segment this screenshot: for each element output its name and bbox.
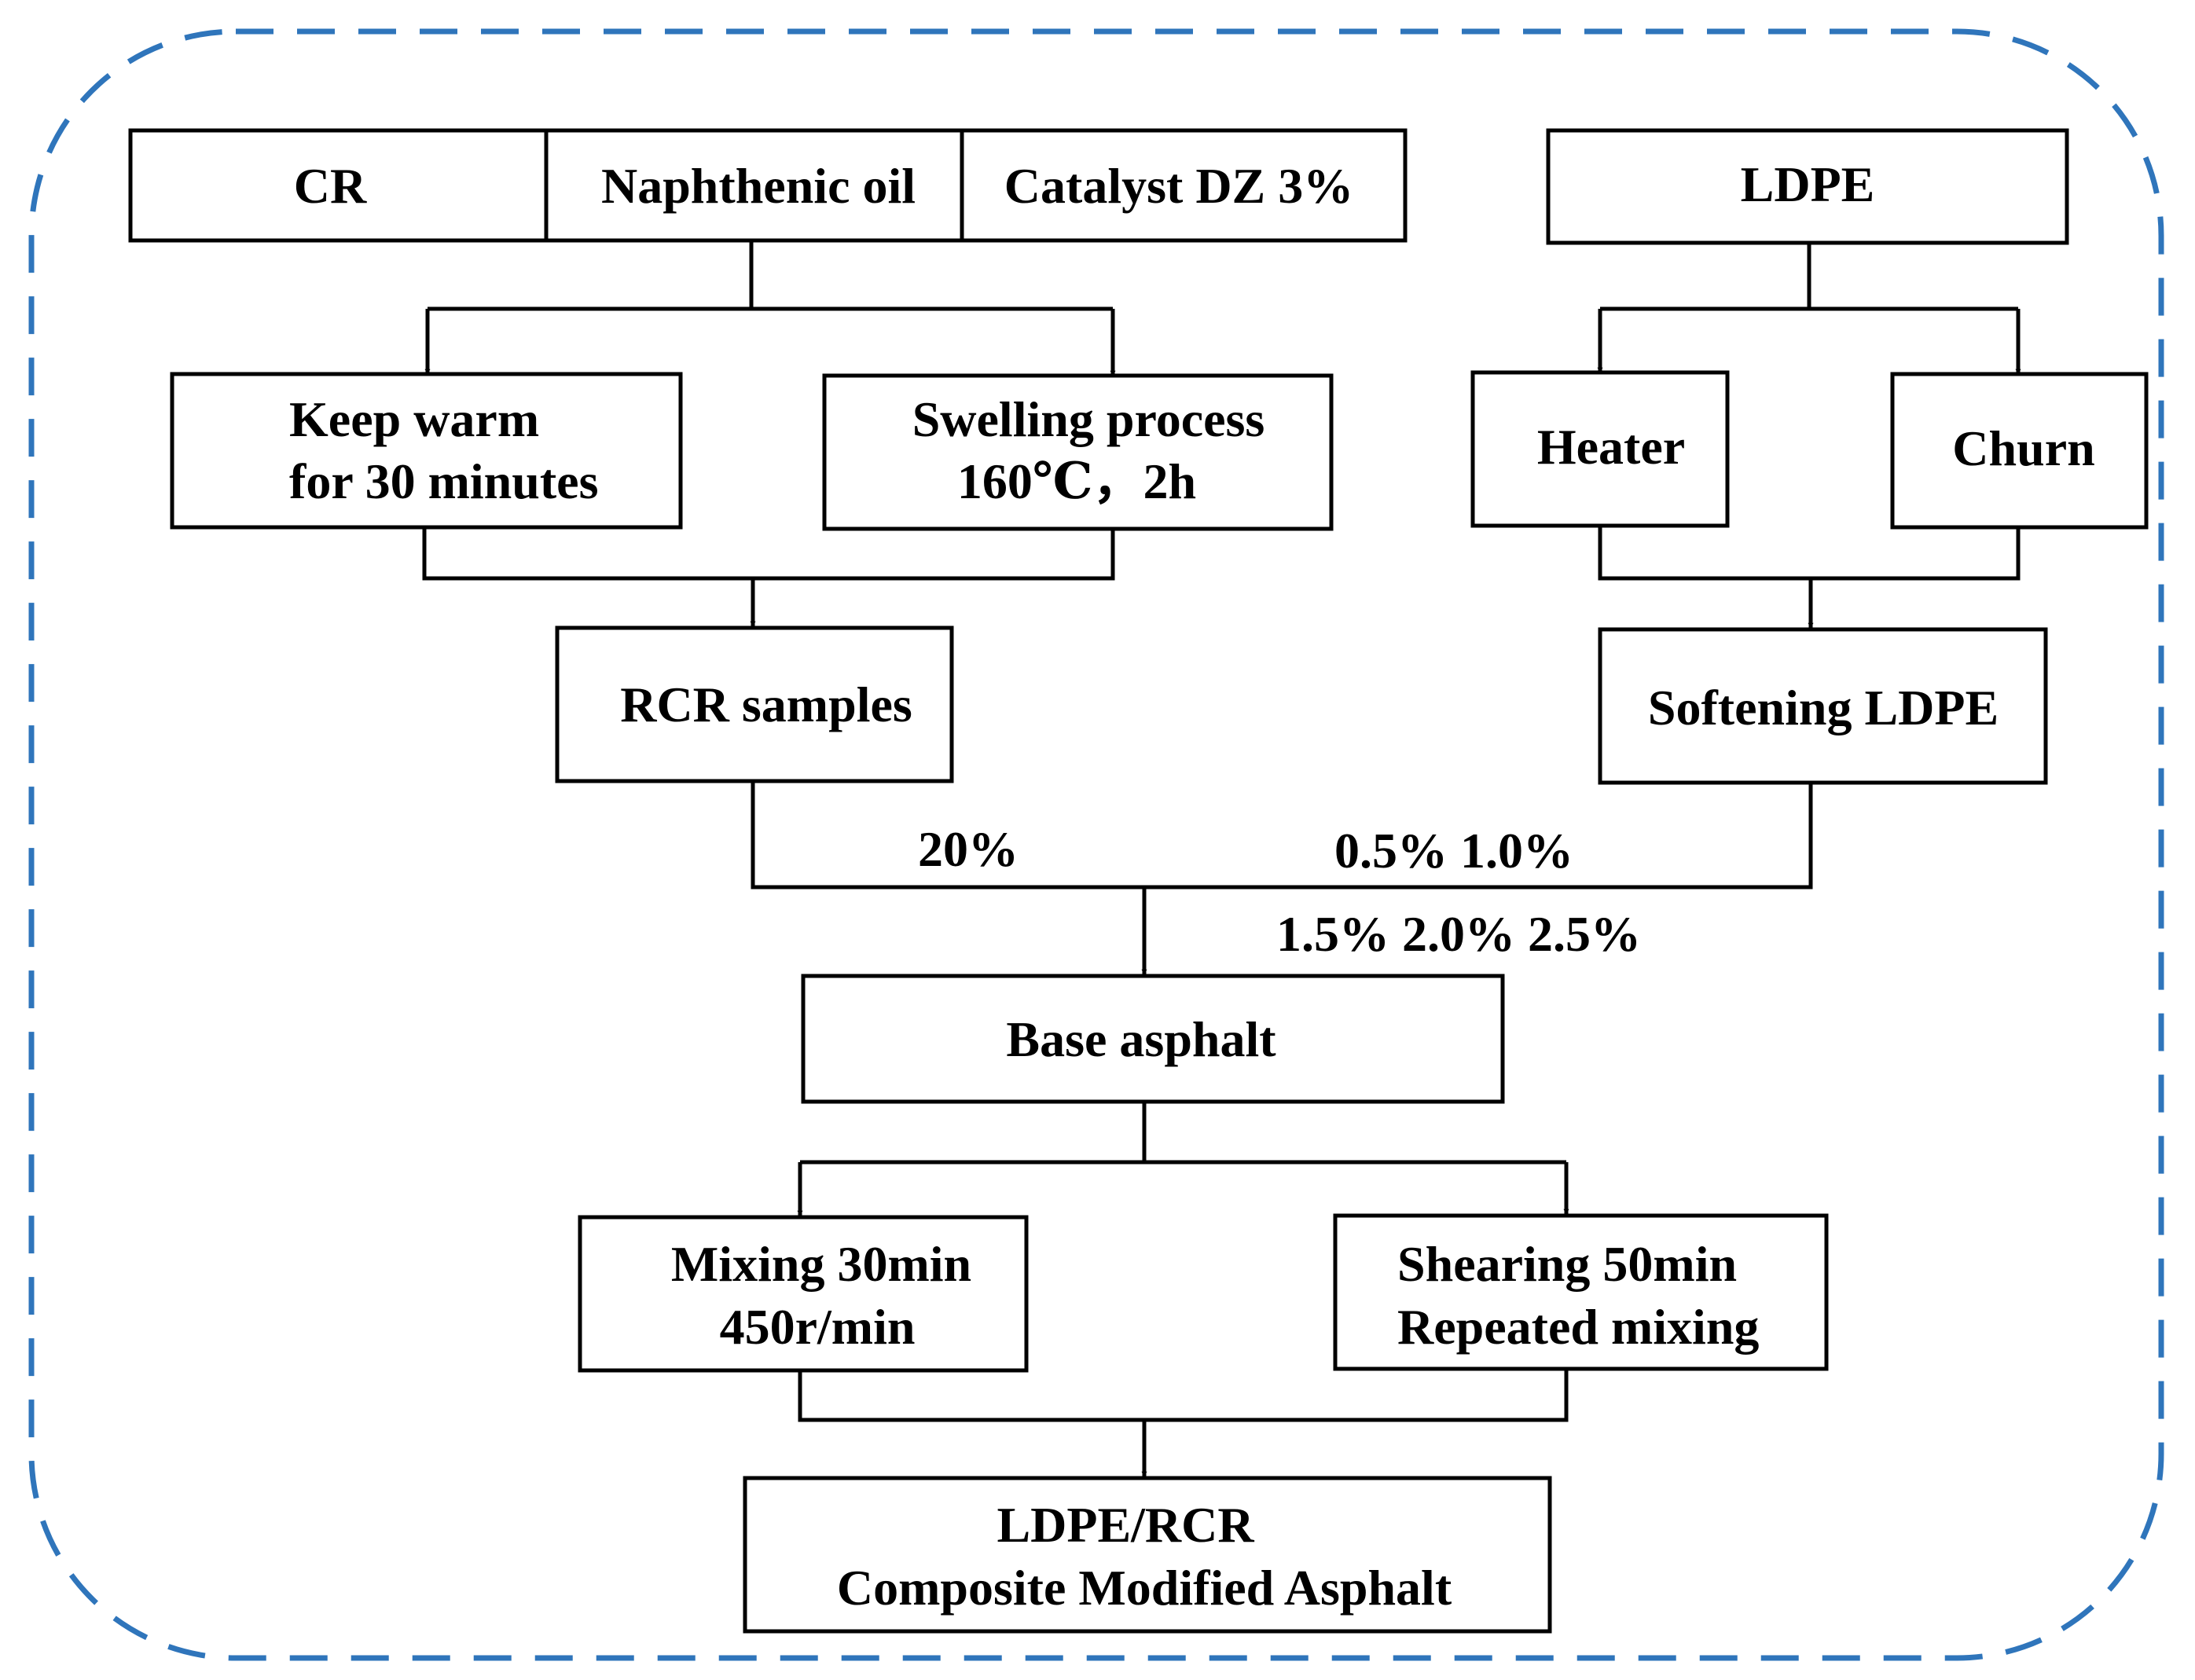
softening-ldpe-label: Softening LDPE <box>1648 680 1999 735</box>
processing-merge-connector <box>798 1369 1569 1422</box>
ldpe-input-label: LDPE <box>1741 156 1875 212</box>
shearing-box <box>1333 1213 1829 1371</box>
input-catalyst-label: Catalyst DZ 3% <box>1004 158 1353 214</box>
mixing-label: Mixing 30min <box>671 1236 971 1292</box>
ldpe-merge-connector <box>1598 526 2021 581</box>
product-box <box>743 1476 1552 1634</box>
swelling-label-2: 160℃，2h <box>957 453 1196 509</box>
product-label-2: Composite Modified Asphalt <box>837 1560 1452 1616</box>
keep-warm-label-2: for 30 minutes <box>289 453 598 509</box>
ldpe-split-connector <box>1600 243 2018 311</box>
swelling-box <box>822 373 1334 531</box>
churn-label: Churn <box>1952 420 2094 476</box>
ldpe-dosage-label: 0.5% 1.0% <box>1334 823 1573 879</box>
softening-ldpe-box <box>1598 627 2048 785</box>
cr-merge-connector <box>422 527 1115 581</box>
heater-label: Heater <box>1537 419 1685 475</box>
input-row-box <box>128 128 1408 243</box>
rcr-samples-box <box>555 625 954 783</box>
base-asphalt-box <box>801 974 1505 1104</box>
heater-box <box>1470 370 1730 528</box>
churn-box <box>1890 372 2149 530</box>
keep-warm-label: Keep warm <box>289 391 539 447</box>
combine-connector <box>751 781 1813 890</box>
input-naphthenic-oil-label: Naphthenic oil <box>601 158 916 214</box>
ldpe-dosage-label-2: 1.5% 2.0% 2.5% <box>1276 906 1641 962</box>
input-cr-label: CR <box>294 158 367 214</box>
processing-split-connector <box>800 1102 1566 1165</box>
shearing-label: Shearing 50min <box>1397 1236 1737 1292</box>
product-label: LDPE/RCR <box>997 1497 1254 1553</box>
ldpe-input-box <box>1546 128 2069 245</box>
rcr-samples-label: RCR samples <box>620 677 912 732</box>
dashed-frame <box>28 28 2164 1661</box>
mixing-box <box>578 1215 1029 1373</box>
base-asphalt-label: Base asphalt <box>1006 1011 1276 1067</box>
cr-split-connector <box>428 240 1113 311</box>
mixing-label-2: 450r/min <box>720 1299 916 1355</box>
shearing-label-2: Repeated mixing <box>1397 1299 1759 1355</box>
keep-warm-box <box>170 372 683 530</box>
swelling-label: Swelling process <box>912 391 1265 447</box>
rcr-dosage-label: 20% <box>918 821 1019 877</box>
